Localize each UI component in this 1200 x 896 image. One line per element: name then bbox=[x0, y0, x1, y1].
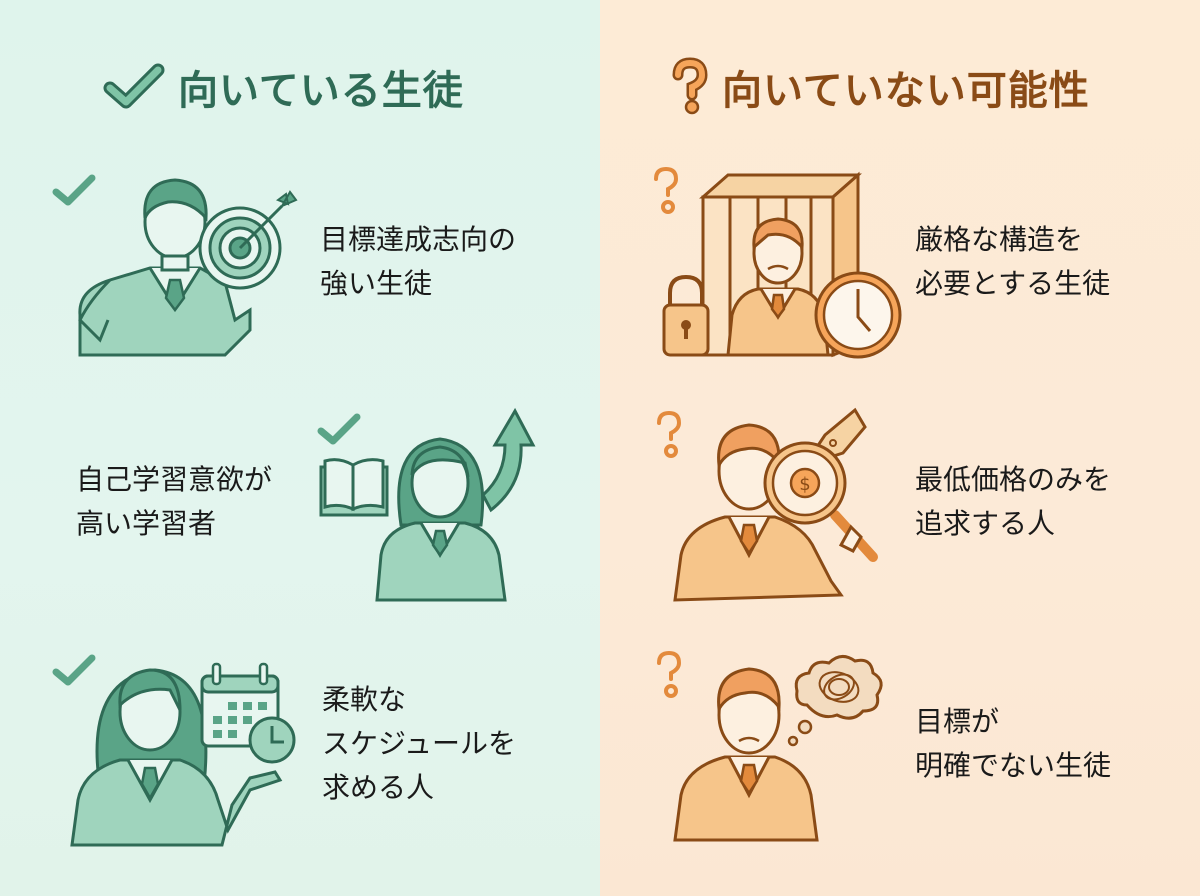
suitable-item-3-label: 柔軟な スケジュールを 求める人 bbox=[322, 683, 517, 804]
person-with-target-icon bbox=[52, 174, 298, 357]
suitable-heading: 向いている生徒 bbox=[103, 58, 464, 116]
unsuitable-item-3-label: 目標が 明確でない生徒 bbox=[915, 705, 1112, 782]
unsuitable-item-needs-strict-structure bbox=[648, 165, 902, 365]
suitable-heading-text: 向いている生徒 bbox=[178, 68, 464, 114]
person-with-calendar-clock-icon bbox=[52, 654, 296, 847]
check-icon bbox=[103, 63, 165, 109]
person-with-magnifier-and-price-tag-icon: $ bbox=[657, 407, 878, 602]
suitable-item-1-label: 目標達成志向の 強い生徒 bbox=[320, 223, 517, 300]
unsuitable-heading: 向いていない可能性 bbox=[672, 57, 1090, 116]
unsuitable-item-1-label: 厳格な構造を 必要とする生徒 bbox=[915, 223, 1111, 300]
svg-text:$: $ bbox=[799, 474, 810, 495]
suitable-item-2-label: 自己学習意欲が 高い学習者 bbox=[76, 463, 273, 540]
unsuitable-heading-text: 向いていない可能性 bbox=[722, 68, 1090, 114]
suitable-students-panel: 向いている生徒 bbox=[0, 0, 600, 896]
unsuitable-students-panel: 向いていない可能性 bbox=[600, 0, 1200, 896]
unsuitable-item-lowest-price-only: $ bbox=[655, 405, 885, 605]
person-in-cage-with-lock-and-clock-icon bbox=[654, 166, 902, 359]
question-mark-icon bbox=[672, 57, 708, 115]
unsuitable-item-unclear-goals bbox=[655, 645, 885, 845]
confused-person-with-thought-bubble-icon bbox=[657, 650, 883, 842]
suitable-item-self-motivated bbox=[315, 405, 536, 605]
suitable-item-flexible-schedule bbox=[50, 650, 300, 850]
person-with-book-and-growth-arrow-icon bbox=[317, 407, 536, 602]
suitable-item-goal-oriented bbox=[50, 170, 300, 360]
unsuitable-item-2-label: 最低価格のみを 追求する人 bbox=[915, 463, 1112, 540]
